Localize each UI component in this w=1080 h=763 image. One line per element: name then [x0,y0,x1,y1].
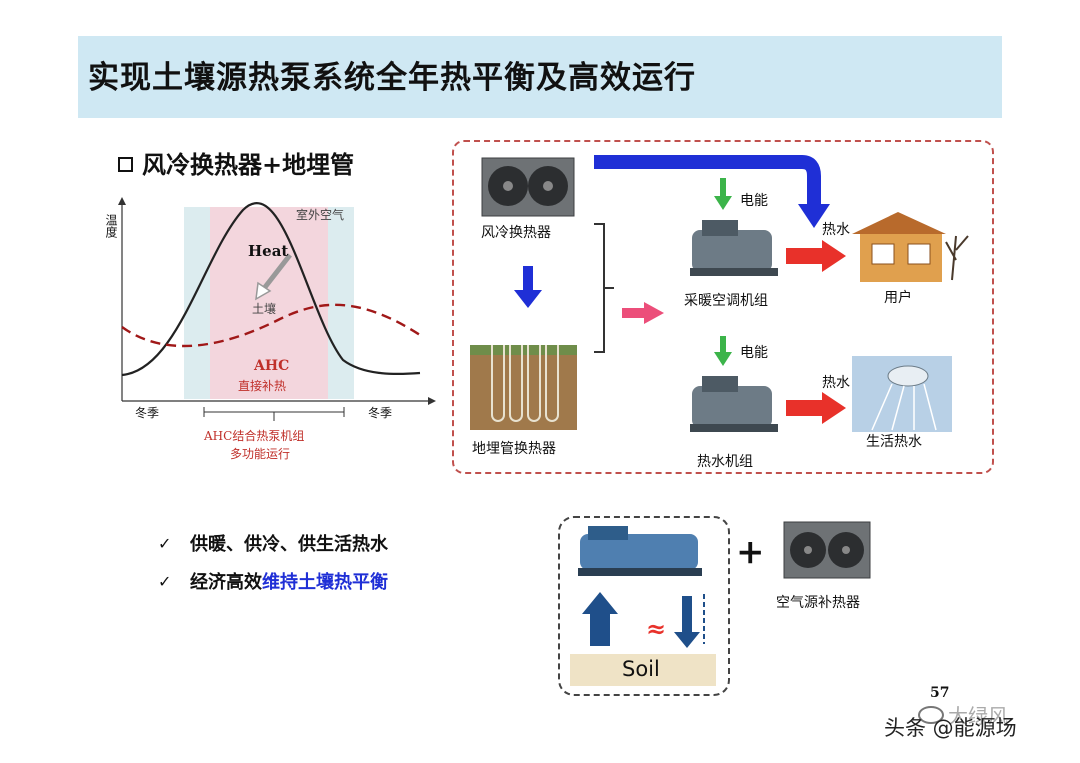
user-label: 用户 [884,290,912,306]
hot-water-label-1: 热水 [822,222,850,238]
page-number: 57 [930,685,950,701]
hvac-unit-label: 采暖空调机组 [684,293,768,309]
heat-label: Heat [248,242,289,260]
red-arrow-1-icon [822,240,846,272]
electric-arrow-1-shaft [720,178,726,198]
section-heading: 风冷换热器+地埋管 [142,150,355,179]
y-axis-label: 温度 [104,214,118,238]
winter-right-label: 冬季 [368,406,393,420]
up-arrow-icon [582,592,618,646]
heat-arrow-icon [255,281,272,301]
benefit-item-2-prefix: 经济高效 [190,572,262,593]
ground-hx-label: 地埋管换热器 [472,441,556,457]
air-to-hvac-arrow [594,155,821,206]
ahc-label: AHC [254,358,290,374]
domestic-hot-water-label: 生活热水 [866,434,922,450]
check-icon-1: ✓ [158,534,172,553]
outdoor-air-curve [121,202,421,377]
air-source-heater-label: 空气源补热器 [776,595,860,611]
electric-label-2: 电能 [740,345,768,361]
air-cooled-unit-icon [481,157,575,217]
heat-pump-unit-icon [578,526,702,576]
red-arrow-1-shaft [786,248,824,264]
ahc-direct-label: 直接补热 [238,379,287,393]
house-icon [852,212,969,282]
approx-symbol: ≈ [646,614,667,643]
down-arrow-icon [514,290,542,308]
wechat-logo-icon [918,706,944,724]
down-arrow-solid-shaft [682,596,692,634]
ahc-combined-label: AHC结合热泵机组 [204,429,305,443]
benefit-item-1: 供暖、供冷、供生活热水 [190,534,388,555]
soil-diagram-panel [558,516,730,696]
electric-label-1: 电能 [740,193,768,209]
electric-arrow-1-icon [714,196,732,210]
hot-water-unit-icon [690,376,778,432]
electric-arrow-2-icon [714,352,732,366]
soil-curve [121,303,421,348]
y-axis-arrow-icon [118,197,126,205]
winter-left-label: 冬季 [135,406,160,420]
source-bracket [594,223,605,353]
check-icon-2: ✓ [158,572,172,591]
red-arrow-2-shaft [786,400,824,416]
ground-hx-icon [470,345,577,430]
air-cooled-hx-label: 风冷换热器 [481,225,551,241]
watermark-source: 头条 @能源场 [884,716,1017,740]
soil-diagram [570,526,716,686]
benefit-item-2-highlight: 维持土壤热平衡 [262,572,388,593]
plus-symbol: + [736,532,765,572]
soil-label: Soil [622,657,660,681]
pink-arrow-icon [644,302,664,324]
square-bullet-icon [118,157,133,172]
hot-water-label-2: 热水 [822,375,850,391]
soil-layer [570,654,716,686]
air-to-hvac-arrowhead-icon [798,204,830,228]
hvac-unit-icon [690,220,778,276]
benefit-item-2: 经济高效维持土壤热平衡 [190,568,388,594]
ahc-direct-band [210,207,328,399]
soil-label: 土壤 [252,302,277,316]
air-source-heater-icon [783,521,871,579]
system-diagram-panel [452,140,994,474]
outdoor-air-label: 室外空气 [296,208,345,222]
temperature-chart [118,197,436,421]
x-axis-arrow-icon [428,397,436,405]
pink-arrow-shaft [622,308,646,318]
down-arrow-shaft [523,266,533,292]
heat-arrow-shaft [260,253,292,293]
slide-title: 实现土壤源热泵系统全年热平衡及高效运行 [88,60,696,96]
system-diagram [470,155,969,432]
ahc-multifunction-label: 多功能运行 [230,447,291,461]
title-banner [78,36,1002,118]
shower-icon [852,356,952,432]
hot-water-unit-label: 热水机组 [697,454,753,470]
watermark-logo-text: 大绿风 [948,704,1008,728]
down-arrow-solid-icon [674,632,700,648]
red-arrow-2-icon [822,392,846,424]
electric-arrow-2-shaft [720,336,726,354]
